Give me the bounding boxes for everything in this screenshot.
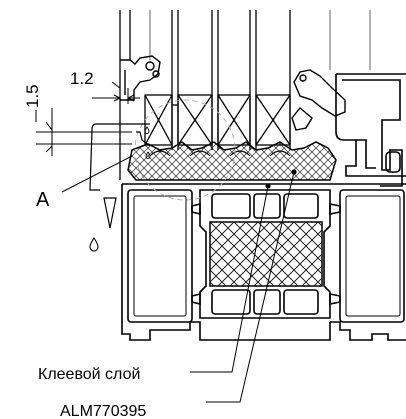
frame-profile (121, 183, 406, 341)
water-drop-icon (89, 237, 99, 252)
dimension-1-2-label: 1.2 (70, 69, 94, 88)
water-drop-small-icon (144, 126, 150, 134)
adhesive-layer-label: Клеевой слой (38, 366, 140, 383)
dimension-vertical (35, 108, 132, 156)
sash-profile (335, 73, 406, 187)
drainage-path (89, 123, 151, 229)
dimension-horizontal (92, 81, 140, 104)
inner-gasket (120, 55, 161, 101)
dimension-1-5-label: 1.5 (23, 84, 42, 108)
water-drop-small-icon (145, 151, 151, 159)
adhesive-layer (127, 141, 337, 189)
detail-a-leader (61, 155, 133, 193)
callout-leaders (190, 171, 295, 403)
profile-article-label: ALM770395 (60, 403, 146, 419)
detail-a-circle (134, 99, 236, 201)
outer-gasket (291, 69, 346, 131)
insulation-core (209, 221, 323, 287)
detail-a-label: A (36, 189, 50, 211)
